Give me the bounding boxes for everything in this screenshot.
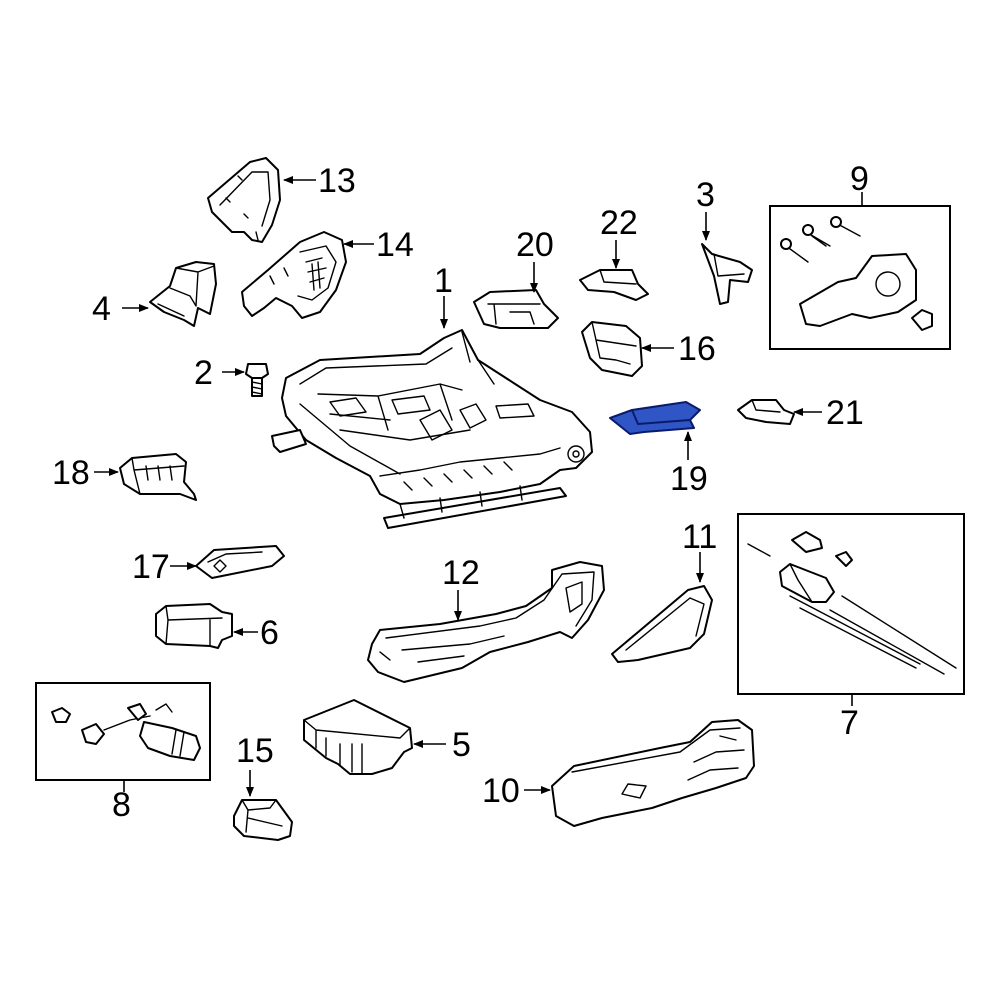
callout-2[interactable]: 2 xyxy=(194,354,213,392)
part-6-control-unit[interactable] xyxy=(155,603,233,649)
part-12-side-panel[interactable] xyxy=(367,561,605,683)
callout-10[interactable]: 10 xyxy=(482,772,520,810)
part-16-switch-housing[interactable] xyxy=(581,321,643,377)
part-8-motor-kit[interactable] xyxy=(35,682,211,781)
callout-15[interactable]: 15 xyxy=(236,732,274,770)
callout-7[interactable]: 7 xyxy=(840,704,859,742)
part-15-switch-knob[interactable] xyxy=(233,799,293,841)
part-19-highlighted-cover[interactable] xyxy=(609,401,701,435)
callout-1[interactable]: 1 xyxy=(434,262,453,300)
part-11-trim-cover[interactable] xyxy=(611,585,713,663)
callout-5[interactable]: 5 xyxy=(452,726,471,764)
callout-17[interactable]: 17 xyxy=(132,548,170,586)
part-22-bracket[interactable] xyxy=(579,269,649,301)
callout-19[interactable]: 19 xyxy=(670,460,708,498)
part-1-seat-frame[interactable] xyxy=(271,329,593,529)
callout-18[interactable]: 18 xyxy=(52,454,90,492)
callout-14[interactable]: 14 xyxy=(376,226,414,264)
part-14-side-trim[interactable] xyxy=(241,231,347,319)
callout-22[interactable]: 22 xyxy=(600,204,638,242)
part-20-sensor-bracket[interactable] xyxy=(473,289,559,329)
callout-12[interactable]: 12 xyxy=(442,554,480,592)
callout-16[interactable]: 16 xyxy=(678,330,716,368)
callout-11[interactable]: 11 xyxy=(682,518,717,556)
part-13-upper-cover[interactable] xyxy=(207,157,281,243)
callout-21[interactable]: 21 xyxy=(826,394,864,432)
part-3-bracket[interactable] xyxy=(701,243,753,305)
part-9-motor-kit[interactable] xyxy=(769,205,951,350)
part-2-bolt[interactable] xyxy=(245,363,269,397)
callout-20[interactable]: 20 xyxy=(516,226,554,264)
part-7-cable-kit[interactable] xyxy=(737,513,965,695)
part-10-side-shield[interactable] xyxy=(551,719,755,827)
part-17-switch-panel[interactable] xyxy=(195,545,285,579)
part-5-ecu-module[interactable] xyxy=(303,699,413,775)
callout-3[interactable]: 3 xyxy=(696,176,715,214)
callout-4[interactable]: 4 xyxy=(92,290,111,328)
part-21-clip[interactable] xyxy=(737,399,795,425)
callout-8[interactable]: 8 xyxy=(112,786,131,824)
callout-13[interactable]: 13 xyxy=(318,162,356,200)
callout-6[interactable]: 6 xyxy=(260,614,279,652)
part-18-module[interactable] xyxy=(119,453,197,501)
part-4-bracket[interactable] xyxy=(149,261,217,327)
callout-9[interactable]: 9 xyxy=(850,160,869,198)
